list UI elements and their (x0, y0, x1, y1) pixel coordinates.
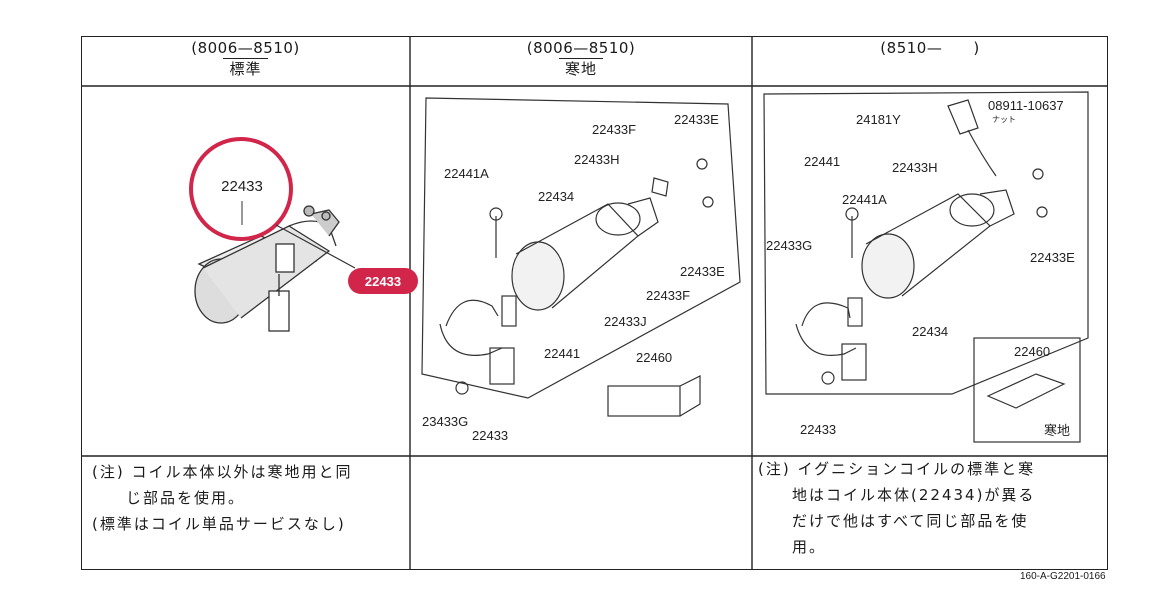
document-code: 160-A-G2201-0166 (1020, 571, 1106, 582)
header-standard: (8006—8510) 標準 (81, 38, 410, 84)
header-cold-title: 寒地 (558, 58, 603, 79)
header-standard-title: 標準 (223, 58, 268, 79)
header-cold: (8006—8510) 寒地 (410, 38, 752, 84)
part-badge-label: 22433 (365, 274, 401, 289)
callout-22433H: 22433H (892, 160, 938, 175)
note-standard: (注) コイル本体以外は寒地用と同 じ部品を使用。 (標準はコイル単品サービスな… (92, 463, 353, 533)
callout-cold-region: 寒地 (1044, 423, 1070, 438)
callout-22434: 22434 (912, 324, 948, 339)
callout-24181Y: 24181Y (856, 112, 901, 127)
highlight-overlay: 22433 22433 (189, 137, 418, 294)
callout-23433G: 23433G (422, 414, 468, 429)
callout-22441A: 22441A (444, 166, 489, 181)
table-frame (81, 36, 1108, 570)
callout-22441: 22441 (804, 154, 840, 169)
callout-nut: ナット (992, 115, 1016, 124)
callout-22433E-b: 22433E (680, 264, 725, 279)
callout-22460: 22460 (636, 350, 672, 365)
highlight-circle-label: 22433 (221, 178, 263, 195)
callout-22460: 22460 (1014, 344, 1050, 359)
callout-22433E-a: 22433E (674, 112, 719, 127)
drawing-standard (194, 205, 340, 332)
callout-22433E: 22433E (1030, 250, 1075, 265)
callout-22433H: 22433H (574, 152, 620, 167)
header-late: (8510— ) (752, 38, 1108, 84)
callout-22433: 22433 (472, 428, 508, 443)
callout-22433J: 22433J (604, 314, 647, 329)
highlight-circle (189, 137, 293, 241)
header-cold-range: (8006—8510) (526, 39, 636, 57)
header-standard-range: (8006—8510) (191, 39, 300, 57)
part-badge[interactable] (348, 268, 418, 294)
exploded-frame (763, 91, 1089, 395)
drawing-late: 08911-10637 ナット 24181Y 22441 22433H 2244… (763, 91, 1089, 443)
exploded-frame (421, 97, 741, 399)
header-late-range: (8510— ) (880, 39, 980, 57)
callout-22433F-a: 22433F (592, 122, 636, 137)
callout-22441: 22441 (544, 346, 580, 361)
callout-22441A: 22441A (842, 192, 887, 207)
drawing-cold: 22433F 22433E 22433H 22441A 22434 22433E… (421, 97, 741, 443)
note-late: (注) イグニションコイルの標準と寒 地はコイル本体(22434)が異る だけで… (758, 460, 1036, 556)
callout-22433: 22433 (800, 422, 836, 437)
callout-22433F-b: 22433F (646, 288, 690, 303)
callout-22433G: 22433G (766, 238, 812, 253)
callout-22434: 22434 (538, 189, 574, 204)
callout-08911-10637: 08911-10637 (988, 98, 1064, 113)
